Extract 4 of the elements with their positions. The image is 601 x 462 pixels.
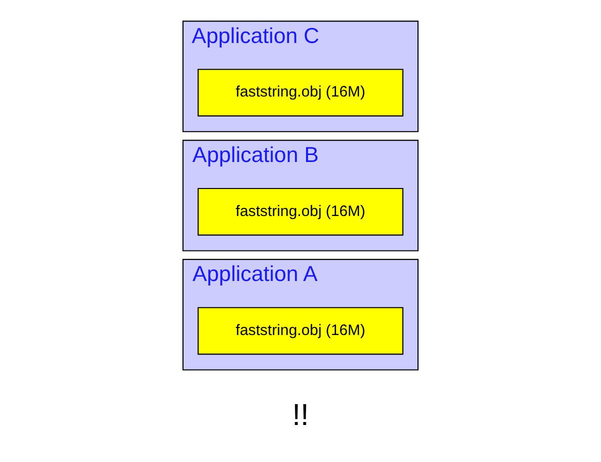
node-box: faststring.obj (16M) [198,68,404,116]
node-box: faststring.obj (16M) [198,188,404,236]
label: !! [292,399,309,432]
node-box: faststring.obj (16M) [198,307,404,355]
